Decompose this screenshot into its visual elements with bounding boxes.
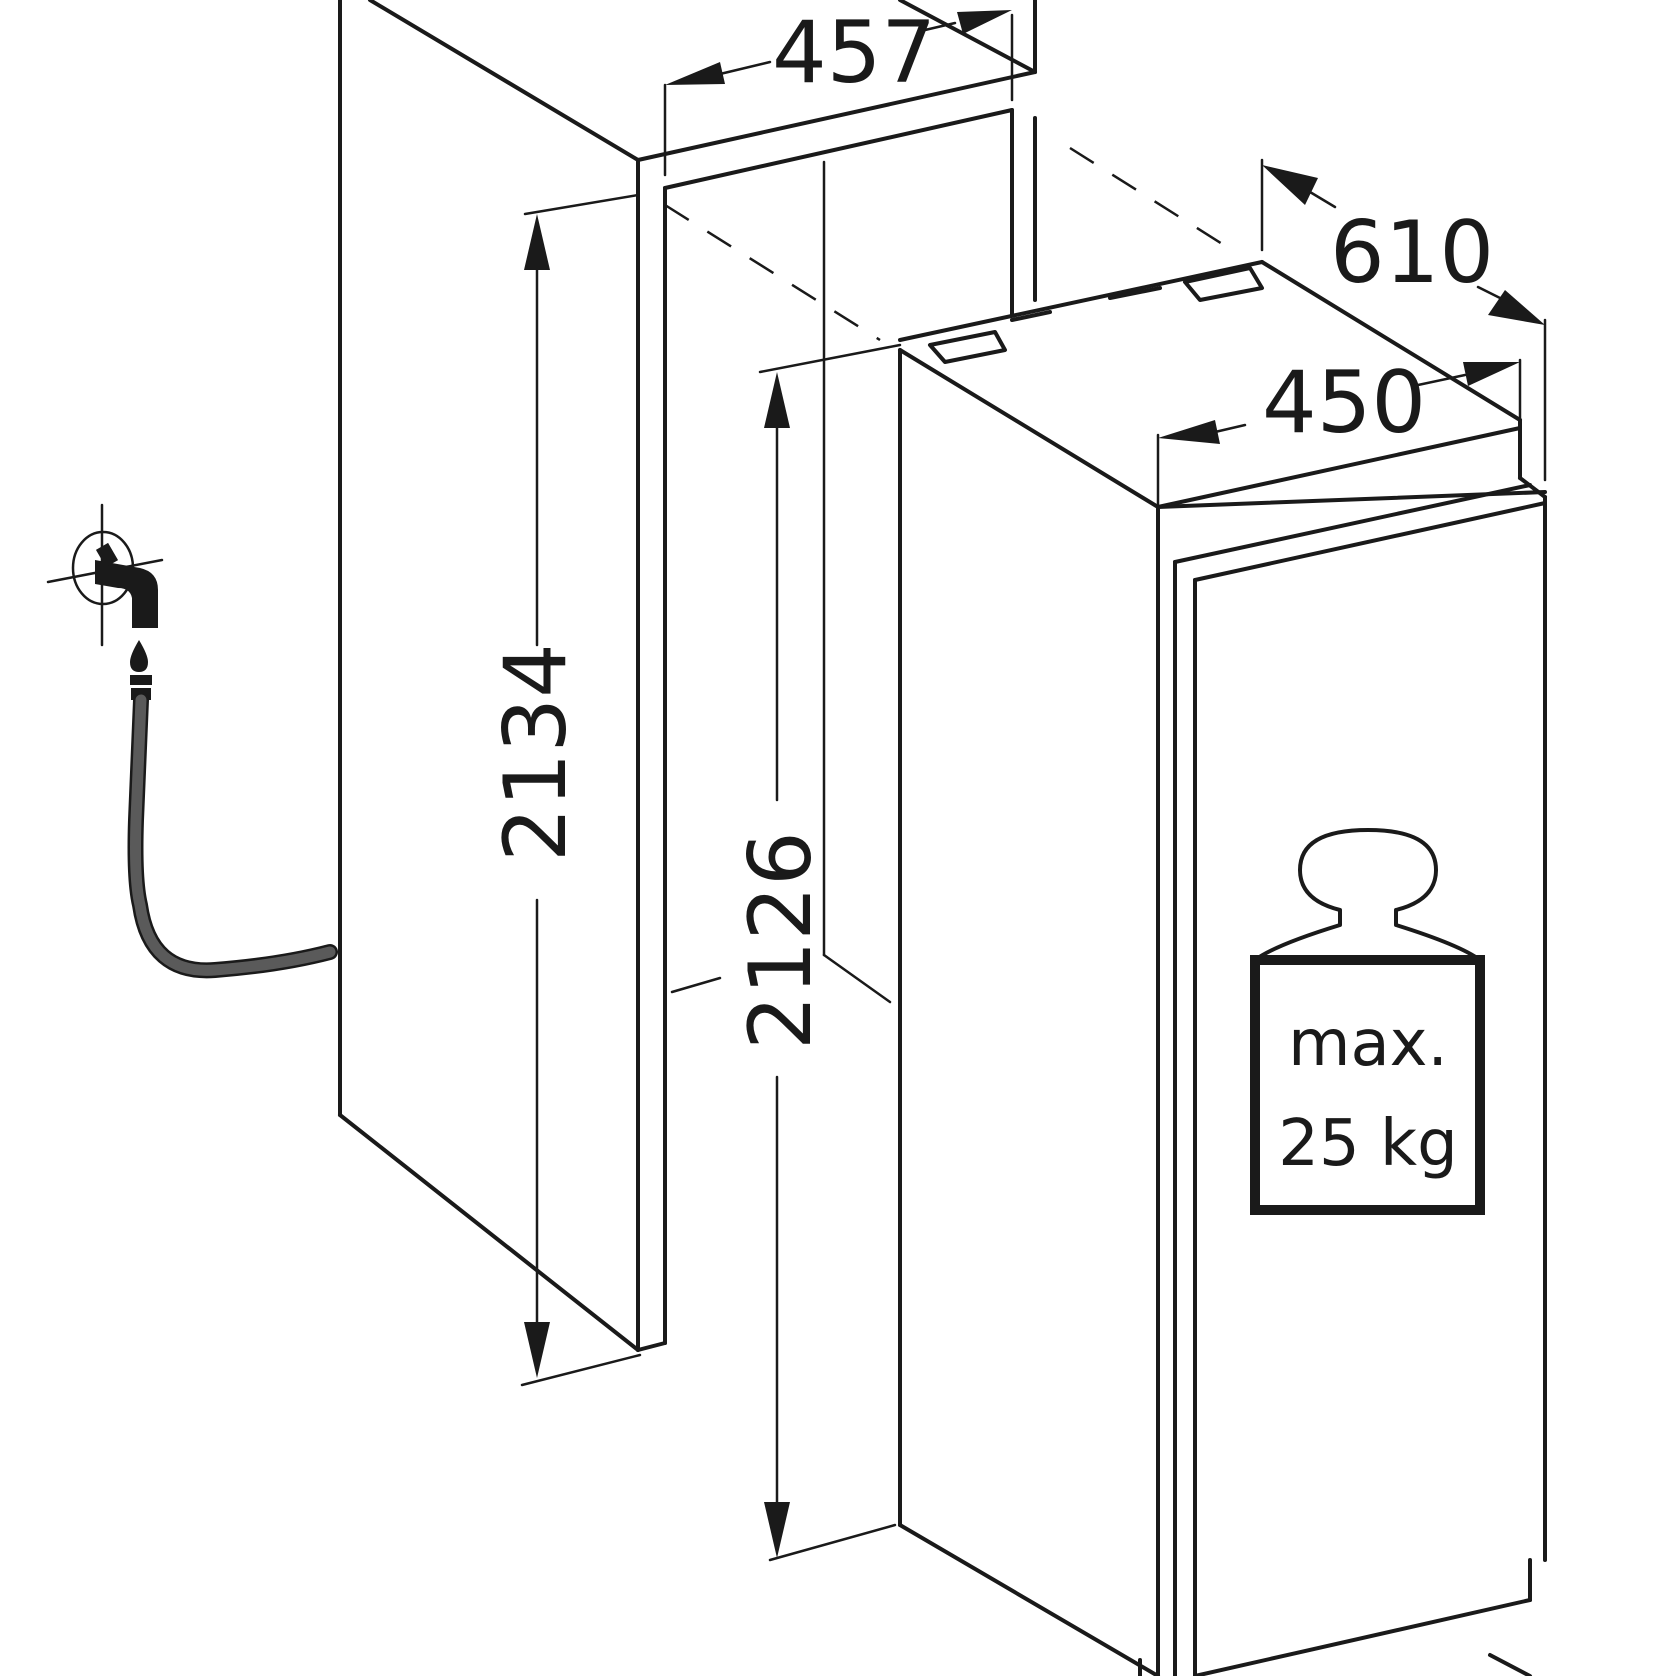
dimension-610: 610 bbox=[1260, 158, 1547, 482]
dimension-450: 450 bbox=[1156, 353, 1522, 507]
dimension-2126: 2126 bbox=[670, 343, 902, 1562]
dimension-610-label: 610 bbox=[1330, 203, 1494, 303]
dimension-2134-label: 2134 bbox=[486, 643, 586, 862]
dimension-457-label: 457 bbox=[772, 3, 936, 103]
dimension-450-label: 450 bbox=[1262, 353, 1426, 453]
niche-cabinet bbox=[338, 0, 1037, 1352]
weight-line1: max. bbox=[1288, 1007, 1448, 1081]
alignment-dashes bbox=[664, 146, 1236, 342]
weight-line2: 25 kg bbox=[1278, 1107, 1457, 1181]
dimension-2134: 2134 bbox=[486, 193, 642, 1387]
water-hose-icon bbox=[127, 675, 338, 979]
dimension-2126-label: 2126 bbox=[731, 831, 831, 1050]
weight-icon: max. 25 kg bbox=[1250, 828, 1485, 1215]
water-tap-icon bbox=[46, 503, 164, 672]
dimension-457: 457 bbox=[663, 3, 1014, 177]
appliance bbox=[898, 260, 1547, 1676]
